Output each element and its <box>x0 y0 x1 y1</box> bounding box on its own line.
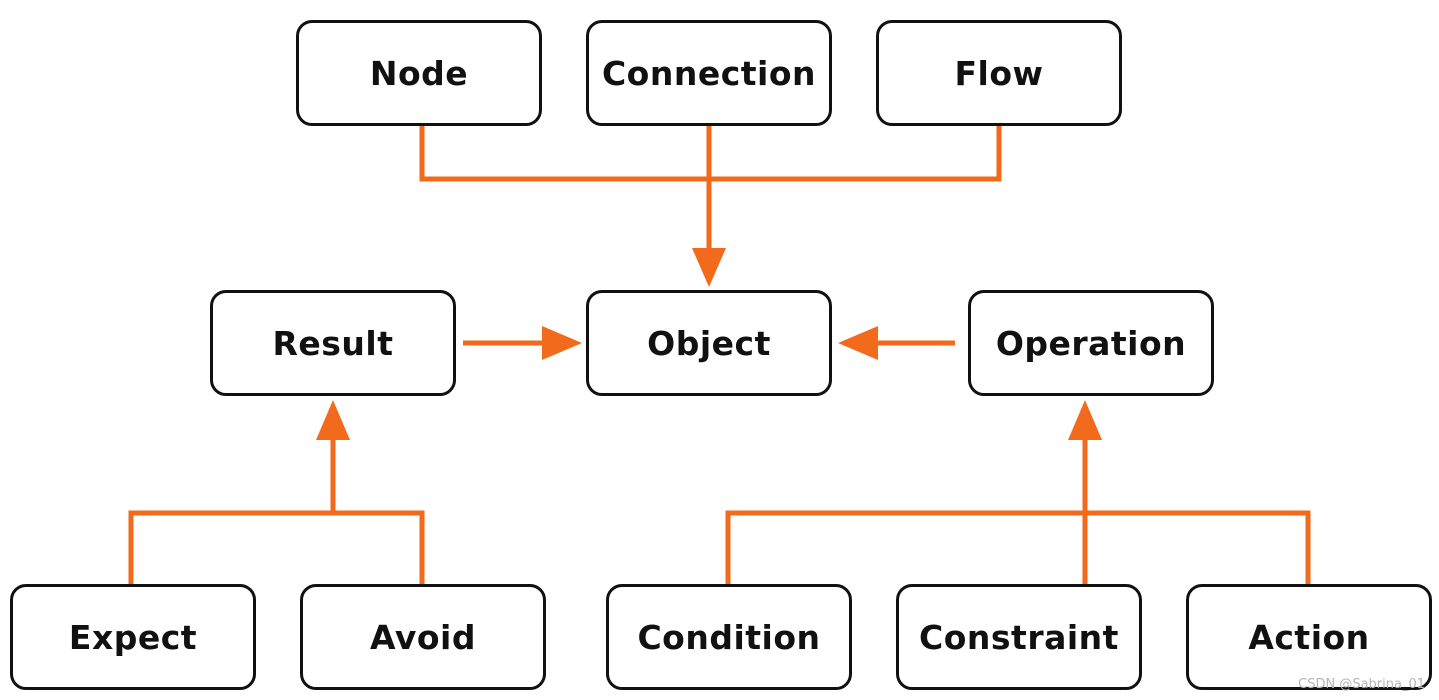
connector-flow-to-bus <box>709 126 1002 182</box>
arrowhead-into-result <box>316 400 350 440</box>
node-label: Flow <box>954 53 1044 93</box>
node-label: Avoid <box>370 617 476 657</box>
connector-condition-action-bus <box>725 510 1311 584</box>
node-label: Operation <box>995 323 1187 363</box>
node-box-expect: Expect <box>10 584 256 690</box>
arrowhead-into-object-left <box>542 326 582 360</box>
arrowhead-into-operation <box>1068 400 1102 440</box>
node-label: Action <box>1248 617 1370 657</box>
node-label: Node <box>369 53 469 93</box>
arrowhead-into-object-right <box>838 326 878 360</box>
node-label: Result <box>272 323 394 363</box>
node-label: Connection <box>601 53 817 93</box>
node-box-action: Action <box>1186 584 1432 690</box>
connector-node-to-bus <box>419 126 709 182</box>
node-box-flow: Flow <box>876 20 1122 126</box>
node-box-result: Result <box>210 290 456 396</box>
node-label: Object <box>647 323 771 363</box>
node-box-condition: Condition <box>606 584 852 690</box>
node-box-avoid: Avoid <box>300 584 546 690</box>
node-label: Expect <box>68 617 198 657</box>
node-label: Condition <box>637 617 821 657</box>
watermark: CSDN @Sabrina_01 <box>1298 677 1425 692</box>
arrowhead-into-object-top <box>692 248 726 287</box>
node-box-object: Object <box>586 290 832 396</box>
node-box-connection: Connection <box>586 20 832 126</box>
node-box-operation: Operation <box>968 290 1214 396</box>
node-label: Constraint <box>919 617 1119 657</box>
node-box-node: Node <box>296 20 542 126</box>
connector-expect-avoid-bus <box>128 510 425 584</box>
node-box-constraint: Constraint <box>896 584 1142 690</box>
